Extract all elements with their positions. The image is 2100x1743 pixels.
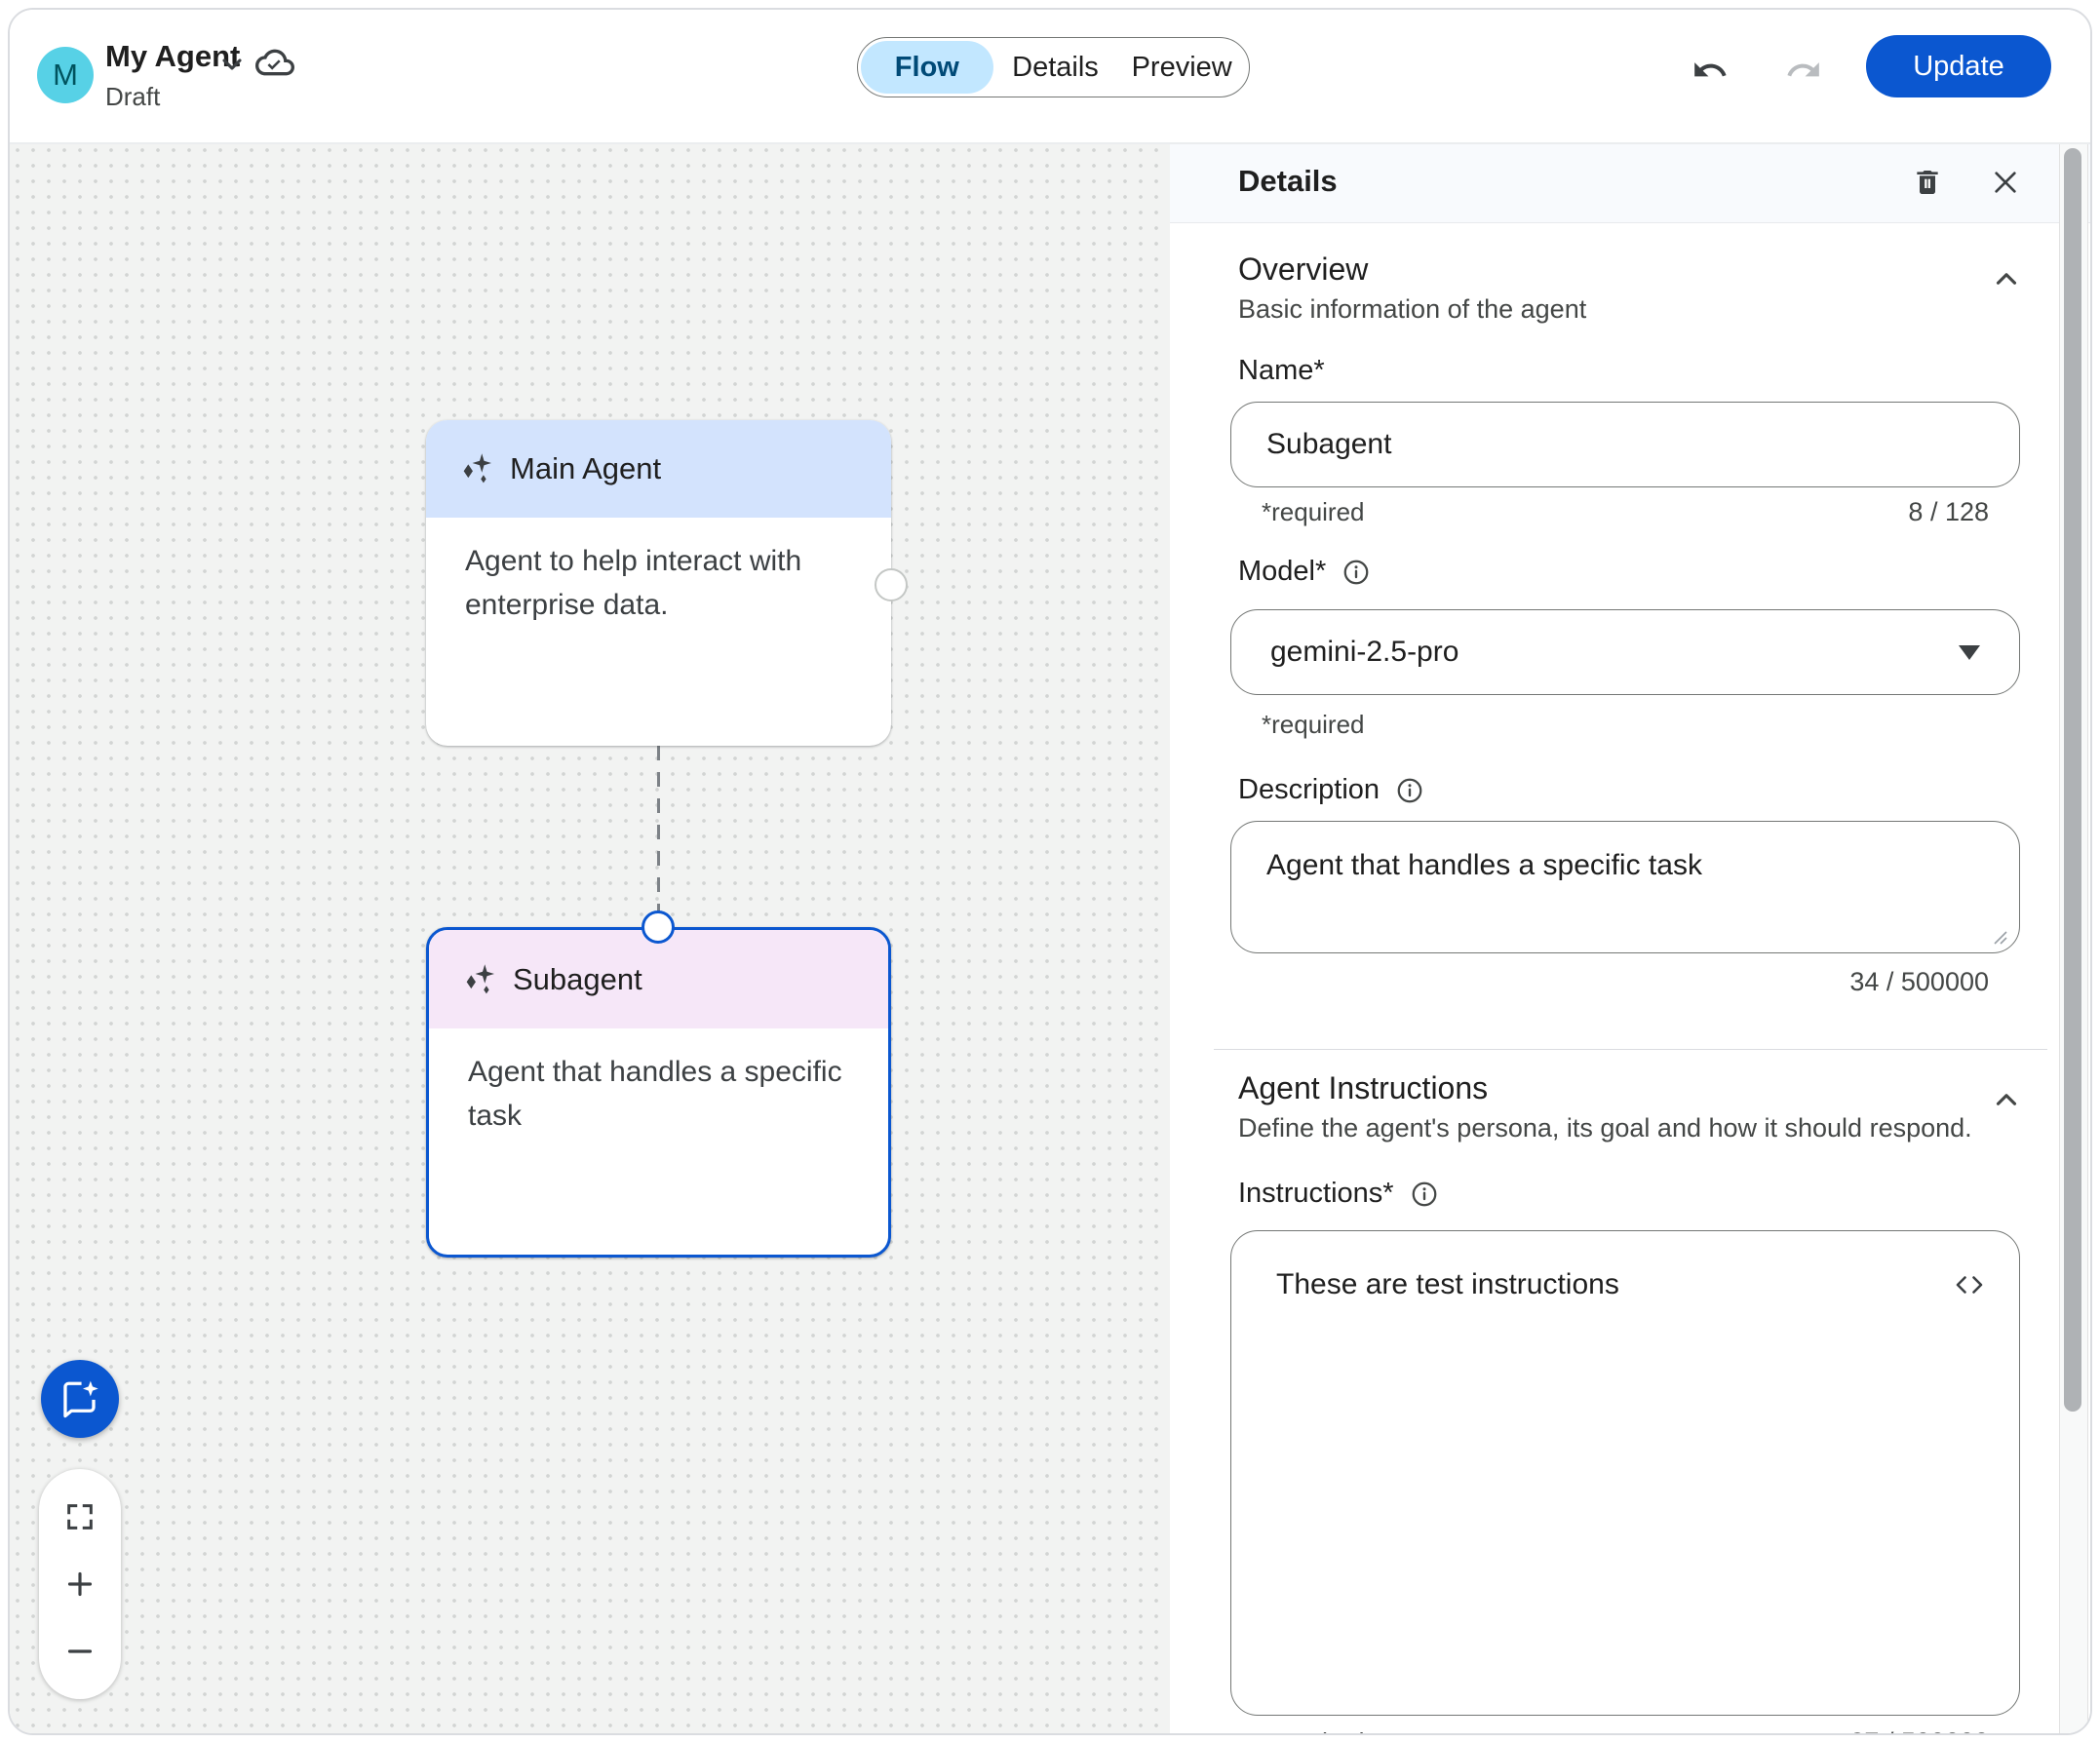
resize-grip-icon[interactable] <box>1989 926 2008 946</box>
node-description: Agent that handles a specific task <box>468 1056 842 1132</box>
panel-scrollbar-thumb[interactable] <box>2064 148 2081 1412</box>
info-icon[interactable] <box>1395 776 1424 805</box>
name-field-meta: *required 8 / 128 <box>1230 497 2020 527</box>
model-select[interactable]: gemini-2.5-pro <box>1230 609 2020 695</box>
app-window: M My Agent Draft Flow Details Preview <box>8 8 2092 1735</box>
zoom-out-button[interactable] <box>58 1630 101 1673</box>
avatar-letter: M <box>53 58 78 92</box>
node-main-agent[interactable]: Main Agent Agent to help interact with e… <box>426 420 891 746</box>
collapse-instructions-button[interactable] <box>1987 1080 2026 1119</box>
agent-menu-button[interactable] <box>213 45 252 84</box>
instructions-textarea[interactable]: These are test instructions <box>1230 1230 2020 1716</box>
connection-handle-top[interactable] <box>642 910 675 944</box>
zoom-out-icon <box>67 1649 93 1653</box>
sparkle-icon <box>463 453 491 484</box>
instructions-field-label: Instructions* <box>1238 1178 1439 1210</box>
node-subagent-header: Subagent <box>429 930 888 1028</box>
model-field-meta: *required <box>1230 710 2020 740</box>
undo-icon <box>1694 62 1727 77</box>
node-subagent[interactable]: Subagent Agent that handles a specific t… <box>426 927 891 1258</box>
name-char-counter: 8 / 128 <box>1908 497 1989 526</box>
instructions-field-meta: *required 27 / 500000 <box>1230 1727 2020 1733</box>
redo-icon <box>1787 62 1819 77</box>
section-divider <box>1214 1049 2047 1050</box>
chevron-up-icon <box>1996 1094 2017 1105</box>
tab-details[interactable]: Details <box>1012 51 1099 83</box>
fit-screen-button[interactable] <box>58 1495 101 1538</box>
details-panel: Details Overview Basic information of th… <box>1170 142 2090 1733</box>
connection-handle-right[interactable] <box>875 568 908 601</box>
code-icon[interactable] <box>1952 1267 1987 1302</box>
instructions-subheading: Define the agent's persona, its goal and… <box>1238 1113 1972 1143</box>
panel-title: Details <box>1238 164 1338 198</box>
close-panel-button[interactable] <box>1986 163 2025 202</box>
name-required-hint: *required <box>1262 497 1365 526</box>
cloud-done-icon <box>255 49 294 76</box>
close-icon <box>1995 172 2016 193</box>
top-bar: M My Agent Draft Flow Details Preview <box>10 10 2090 144</box>
instructions-editor: These are test instructions <box>1230 1230 2020 1716</box>
model-required-hint: *required <box>1262 710 1365 739</box>
node-description: Agent to help interact with enterprise d… <box>465 545 802 621</box>
node-main-agent-header: Main Agent <box>426 420 891 518</box>
undo-button[interactable] <box>1691 51 1730 90</box>
instructions-required-hint: *required <box>1262 1727 1365 1733</box>
instructions-char-counter: 27 / 500000 <box>1849 1727 1989 1733</box>
update-button[interactable]: Update <box>1866 35 2051 97</box>
info-icon[interactable] <box>1342 558 1371 587</box>
chevron-down-icon <box>222 58 242 70</box>
model-field-label: Model* <box>1238 556 1371 588</box>
details-panel-header: Details <box>1170 142 2090 223</box>
flow-canvas[interactable]: Main Agent Agent to help interact with e… <box>10 142 1170 1733</box>
save-status-indicator <box>255 43 294 82</box>
tab-preview[interactable]: Preview <box>1131 51 1232 83</box>
redo-button[interactable] <box>1784 51 1823 90</box>
agent-name-title: My Agent <box>105 39 241 73</box>
edge-connector <box>657 746 660 929</box>
trash-icon <box>1917 171 1938 194</box>
description-char-counter: 34 / 500000 <box>1849 967 1989 996</box>
instructions-heading: Agent Instructions <box>1238 1070 1489 1105</box>
model-selected-value: gemini-2.5-pro <box>1270 636 1459 668</box>
name-field-label: Name* <box>1238 355 1325 386</box>
zoom-in-button[interactable] <box>58 1563 101 1606</box>
description-field-label: Description <box>1238 774 1424 806</box>
collapse-overview-button[interactable] <box>1987 259 2026 298</box>
overview-subheading: Basic information of the agent <box>1238 294 1587 324</box>
sparkle-icon <box>466 963 494 993</box>
agent-status-draft: Draft <box>105 82 161 111</box>
node-title: Subagent <box>513 961 642 996</box>
delete-agent-button[interactable] <box>1908 163 1947 202</box>
description-textarea[interactable]: Agent that handles a specific task <box>1230 821 2020 953</box>
dropdown-caret-icon <box>1959 644 1980 660</box>
panel-scrollbar[interactable] <box>2059 142 2088 1733</box>
overview-heading: Overview <box>1238 252 1369 287</box>
avatar: M <box>37 47 94 103</box>
canvas-controls <box>39 1469 121 1699</box>
name-input[interactable] <box>1230 402 2020 487</box>
fullscreen-icon <box>67 1503 93 1530</box>
chevron-up-icon <box>1996 273 2017 285</box>
info-icon[interactable] <box>1410 1180 1439 1209</box>
description-field-meta: 34 / 500000 <box>1230 967 2020 997</box>
zoom-in-icon <box>67 1571 93 1597</box>
ai-chat-fab[interactable] <box>41 1360 119 1438</box>
node-title: Main Agent <box>510 451 662 485</box>
tab-flow[interactable]: Flow <box>861 41 993 94</box>
chat-sparkle-icon <box>63 1380 98 1418</box>
view-switcher: Flow Details Preview <box>857 37 1250 97</box>
